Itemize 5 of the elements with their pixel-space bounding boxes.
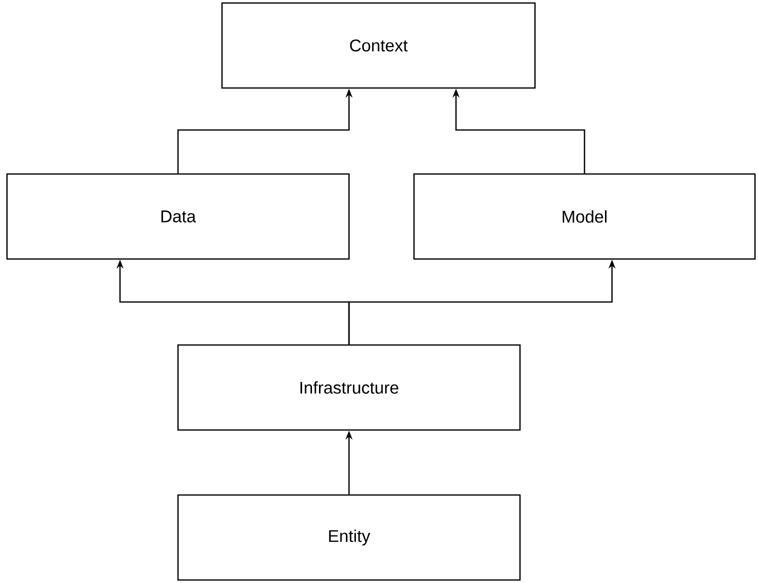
process-box: Entity [177,494,521,581]
process-box: Data [6,173,350,260]
process-box: Infrastructure [177,344,521,431]
process-box: Model [413,173,756,260]
process-box: Context [221,2,536,89]
